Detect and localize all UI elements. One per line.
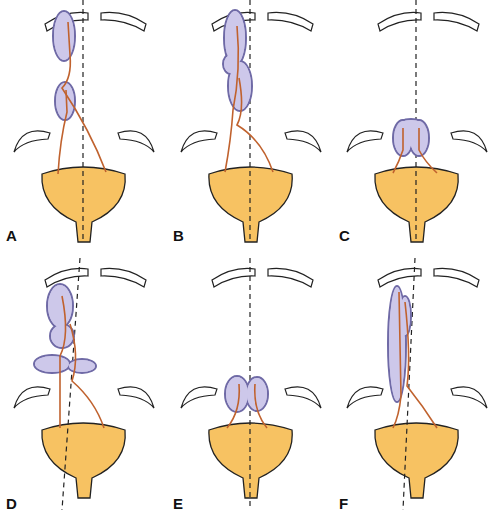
iliac-crest [451, 131, 487, 152]
anomaly-panel [14, 0, 154, 242]
iliac-crest [285, 131, 321, 152]
anomaly-panel [181, 258, 321, 510]
bladder [375, 423, 458, 498]
ureter [227, 384, 239, 428]
kidney-lobe [68, 359, 96, 373]
kidney-fill [54, 12, 74, 60]
ureter [225, 26, 238, 172]
kidney-lobe [47, 284, 73, 328]
iliac-crest [118, 131, 154, 152]
panel-letter: F [339, 496, 348, 511]
iliac-crest [14, 387, 50, 408]
ureter [393, 292, 401, 428]
iliac-crest [451, 387, 487, 408]
midline [249, 0, 250, 240]
kidney-fill [35, 356, 69, 372]
iliac-crest [181, 131, 217, 152]
bladder [375, 167, 458, 242]
iliac-crest [181, 387, 217, 408]
rib [434, 268, 479, 287]
kidney [393, 119, 429, 156]
iliac-crest [347, 387, 383, 408]
ureter [255, 384, 267, 428]
ureter [393, 128, 403, 173]
panel-letter: A [6, 228, 17, 243]
ureter [405, 302, 437, 428]
rib [101, 12, 146, 31]
ureter [237, 78, 273, 172]
panel-letter: E [173, 496, 183, 511]
iliac-crest [285, 387, 321, 408]
rib [268, 12, 313, 31]
ureter [70, 324, 104, 428]
iliac-crest [347, 131, 383, 152]
panel-letter: D [6, 496, 17, 511]
kidney-lobe [53, 11, 75, 61]
anomaly-panel [347, 258, 487, 510]
bladder [209, 167, 292, 242]
ureter [60, 296, 66, 428]
bladder [42, 423, 125, 498]
kidney-fill [69, 360, 95, 372]
anomaly-panel [347, 0, 487, 242]
rib [434, 12, 479, 31]
kidney-fill [398, 120, 424, 132]
rib [378, 12, 421, 31]
bladder [42, 167, 125, 242]
kidney [225, 376, 268, 412]
rib [45, 268, 88, 287]
iliac-crest [118, 387, 154, 408]
anomaly-panel [14, 258, 154, 510]
rib [101, 268, 146, 287]
kidney-lobe [55, 82, 75, 120]
panel-letter: C [339, 228, 350, 243]
rib [268, 268, 313, 287]
anomaly-panel [181, 0, 321, 242]
ureter [58, 90, 67, 174]
midline [82, 0, 83, 240]
rib [212, 268, 255, 287]
ureter [62, 22, 106, 172]
iliac-crest [14, 131, 50, 152]
kidney-fill [48, 285, 72, 327]
kidney-lobe [34, 355, 70, 373]
kidney-fill [224, 55, 238, 73]
ureter [419, 128, 437, 173]
panel-letter: B [173, 228, 184, 243]
kidney-fill [51, 325, 73, 347]
